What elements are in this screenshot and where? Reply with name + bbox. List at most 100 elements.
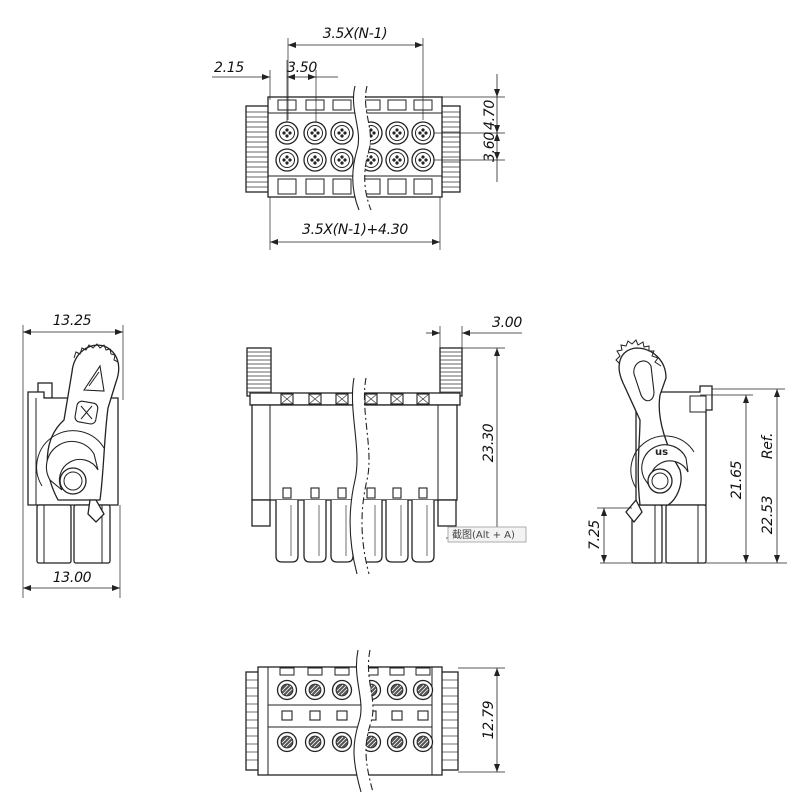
contact-dot bbox=[366, 158, 370, 162]
pin-socket bbox=[303, 148, 327, 172]
dim-label: 4.70 bbox=[482, 100, 498, 130]
contact-dot bbox=[340, 128, 344, 132]
dim-flange: 3.00 bbox=[426, 315, 523, 348]
release-window bbox=[335, 393, 349, 405]
bottom-slot bbox=[332, 178, 352, 195]
contact-dot bbox=[343, 158, 347, 162]
contact-dot bbox=[392, 131, 396, 135]
edge-slot bbox=[279, 667, 295, 676]
edge-slot bbox=[334, 667, 350, 676]
contact-dot bbox=[421, 128, 425, 132]
top-view: 3.5X(N-1) 2.15 3.50 4.70 3.60 bbox=[212, 26, 505, 250]
pin-socket bbox=[411, 121, 435, 145]
pin-socket bbox=[330, 148, 354, 172]
left-flange bbox=[245, 105, 271, 193]
top-slot bbox=[305, 99, 325, 111]
contact-dot bbox=[313, 134, 317, 138]
bottom-view-body bbox=[245, 666, 459, 776]
edge-slot bbox=[415, 667, 431, 676]
contact-dot bbox=[398, 131, 402, 135]
pin-socket bbox=[275, 121, 299, 145]
wire-entry bbox=[304, 679, 326, 701]
socket-inner bbox=[334, 152, 350, 168]
pin-socket bbox=[385, 148, 409, 172]
socket-inner bbox=[307, 152, 323, 168]
release-x bbox=[280, 393, 294, 405]
entry-hatch bbox=[417, 684, 429, 696]
dim-label: 23.30 bbox=[481, 423, 497, 462]
release-window bbox=[390, 393, 404, 405]
right-side-body: us bbox=[615, 339, 713, 564]
contact-leg bbox=[385, 500, 409, 563]
latch-window bbox=[689, 395, 707, 413]
edge-slot bbox=[307, 667, 323, 676]
right-flange bbox=[439, 105, 461, 193]
top-slot bbox=[332, 99, 352, 111]
entry-hatch bbox=[309, 684, 321, 696]
socket-inner bbox=[307, 125, 323, 141]
dim-depth: 12.79 bbox=[458, 667, 505, 773]
contact-leg bbox=[303, 500, 327, 563]
test-port bbox=[366, 487, 376, 499]
contact-dot bbox=[395, 128, 399, 132]
screenshot-tooltip: 截图(Alt + A) bbox=[447, 526, 527, 543]
bottom-slot bbox=[305, 178, 325, 195]
release-x bbox=[308, 393, 322, 405]
lever-pivot-arc bbox=[630, 435, 695, 489]
dim-label: 2.15 bbox=[214, 60, 244, 76]
entry-hatch bbox=[336, 684, 348, 696]
contact-dot bbox=[340, 161, 344, 165]
contact-leg bbox=[330, 500, 354, 563]
flange-ribs bbox=[247, 351, 462, 393]
wire-entry bbox=[304, 731, 326, 753]
lever-slot bbox=[633, 360, 655, 402]
contact-dot bbox=[316, 158, 320, 162]
contact-dot bbox=[282, 158, 286, 162]
break-line bbox=[353, 648, 374, 794]
wire-entry bbox=[276, 679, 298, 701]
wire-entry bbox=[386, 679, 408, 701]
dim-label: 13.25 bbox=[53, 313, 92, 329]
left-side-body bbox=[27, 343, 120, 564]
lever-hook bbox=[87, 499, 105, 523]
left-shoulder bbox=[251, 499, 271, 527]
contact-dot bbox=[369, 161, 373, 165]
wire-entry bbox=[331, 731, 353, 753]
dim-label: 3.50 bbox=[287, 60, 317, 76]
contact-dot bbox=[282, 131, 286, 135]
contact-dot bbox=[313, 128, 317, 132]
bottom-slot bbox=[413, 178, 433, 195]
contact-dot bbox=[316, 131, 320, 135]
contact-dot bbox=[288, 158, 292, 162]
release-window bbox=[364, 393, 378, 405]
release-window bbox=[280, 393, 294, 405]
dim-pitch-total: 3.5X(N-1) bbox=[287, 26, 424, 120]
contact-dot bbox=[285, 128, 289, 132]
contact-dot bbox=[285, 161, 289, 165]
contact-dot bbox=[285, 155, 289, 159]
contact-dot bbox=[392, 158, 396, 162]
release-x bbox=[364, 393, 378, 405]
contact-dot bbox=[395, 155, 399, 159]
socket-inner bbox=[389, 152, 405, 168]
wire-entry bbox=[276, 731, 298, 753]
contact-dot bbox=[395, 134, 399, 138]
socket-inner bbox=[415, 125, 431, 141]
front-repeated-parts bbox=[275, 393, 435, 563]
pin-socket bbox=[385, 121, 409, 145]
flange-ribs bbox=[246, 111, 460, 188]
contact-dot bbox=[340, 134, 344, 138]
test-port bbox=[337, 487, 347, 499]
lever-arm bbox=[618, 347, 682, 506]
dim-label: 22.53 bbox=[760, 496, 776, 535]
dim-length: 3.5X(N-1)+4.30 bbox=[269, 197, 441, 250]
contact-dot bbox=[313, 161, 317, 165]
ref-note: Ref. bbox=[760, 433, 776, 459]
test-port bbox=[282, 487, 292, 499]
socket-inner bbox=[415, 152, 431, 168]
right-shoulder bbox=[437, 499, 457, 527]
dim-label: 3.5X(N-1) bbox=[323, 26, 388, 42]
pin-socket bbox=[275, 148, 299, 172]
front-view: 3.00 23.30 截图(Alt + A) bbox=[246, 315, 527, 576]
contact-dot bbox=[313, 155, 317, 159]
